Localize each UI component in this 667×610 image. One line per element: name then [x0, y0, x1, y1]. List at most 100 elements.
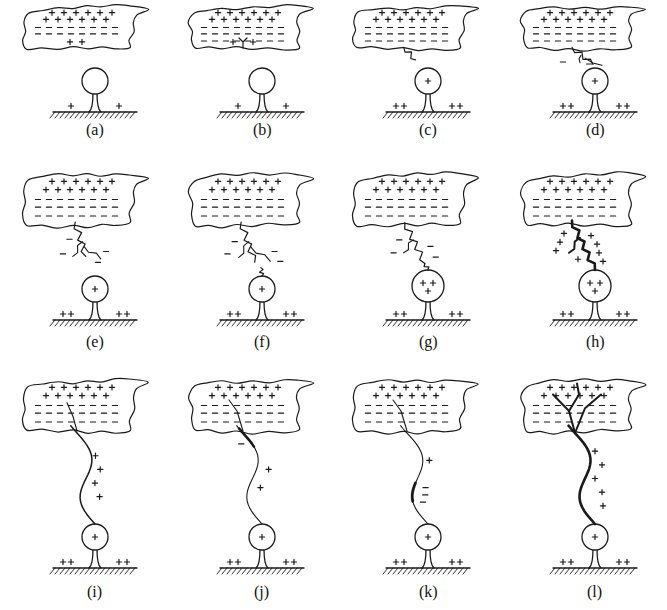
label-slot: (f) — [252, 333, 272, 351]
minus-charge — [256, 215, 261, 216]
plus-charge — [559, 10, 564, 15]
minus-charge — [256, 33, 261, 34]
minus-charge — [256, 421, 261, 422]
minus-charge — [423, 487, 428, 488]
plus-charge — [592, 288, 597, 293]
plus-charge — [571, 385, 576, 390]
plus-charge — [49, 10, 54, 15]
minus-charge — [278, 33, 283, 34]
plus-charge — [568, 311, 573, 316]
label-slot: (a) — [84, 121, 106, 139]
minus-charge — [588, 199, 593, 200]
plus-charge — [263, 10, 268, 15]
plus-charge — [85, 385, 90, 390]
lightning-panel — [189, 380, 314, 574]
minus-charge — [46, 207, 51, 208]
minus-charge — [112, 405, 117, 406]
minus-charge — [256, 199, 261, 200]
minus-charge — [212, 215, 217, 216]
minus-charge — [267, 27, 272, 28]
minus-charge — [420, 405, 425, 406]
plus-charge — [283, 311, 288, 316]
minus-charge — [278, 40, 283, 41]
plus-charge — [227, 559, 232, 564]
tree-crown — [249, 524, 275, 550]
minus-charge — [544, 413, 549, 414]
minus-charge — [234, 27, 239, 28]
plus-charge — [209, 393, 214, 398]
plus-charge — [541, 187, 546, 192]
minus-charge — [409, 413, 414, 414]
plus-charge — [433, 187, 438, 192]
minus-charge — [267, 413, 272, 414]
plus-charge — [547, 179, 552, 184]
plus-charge — [227, 10, 232, 15]
plus-charge — [599, 462, 604, 467]
minus-charge — [234, 33, 239, 34]
plus-charge — [427, 458, 432, 463]
minus-charge — [610, 215, 615, 216]
plus-charge — [547, 385, 552, 390]
minus-charge — [79, 33, 84, 34]
plus-charge — [283, 103, 288, 108]
minus-charge — [267, 199, 272, 200]
minus-charge — [79, 413, 84, 414]
ground-hatch — [383, 112, 468, 118]
minus-charge — [234, 207, 239, 208]
minus-charge — [588, 33, 593, 34]
minus-charge — [223, 199, 228, 200]
minus-charge — [420, 502, 425, 503]
minus-charge — [201, 421, 206, 422]
plus-charge — [433, 393, 438, 398]
plus-charge — [607, 385, 612, 390]
minus-charge — [35, 199, 40, 200]
minus-charge — [387, 40, 392, 41]
minus-charge — [555, 421, 560, 422]
minus-charge — [376, 405, 381, 406]
minus-charge — [223, 405, 228, 406]
minus-charge — [566, 40, 571, 41]
minus-charge — [46, 405, 51, 406]
plus-charge — [275, 10, 280, 15]
minus-charge — [101, 199, 106, 200]
ground-hatch — [550, 568, 635, 574]
plus-charge — [79, 17, 84, 22]
plus-charge — [251, 10, 256, 15]
tree-trunk — [256, 301, 268, 320]
plus-charge — [592, 476, 597, 481]
minus-charge — [376, 33, 381, 34]
minus-charge — [201, 33, 206, 34]
plus-charge — [607, 179, 612, 184]
minus-charge — [57, 413, 62, 414]
plus-charge — [565, 187, 570, 192]
plus-charge — [263, 179, 268, 184]
plus-charge — [97, 385, 102, 390]
minus-charge — [431, 405, 436, 406]
plus-charge — [457, 311, 462, 316]
cloud-branch — [575, 395, 601, 434]
plus-charge — [68, 559, 73, 564]
thundercloud — [352, 380, 478, 434]
stepped-leader — [74, 222, 86, 256]
minus-charge — [365, 199, 370, 200]
minus-charge — [560, 61, 565, 62]
plus-charge — [541, 17, 546, 22]
minus-charge — [599, 27, 604, 28]
minus-charge — [35, 33, 40, 34]
plus-charge — [124, 311, 129, 316]
minus-charge — [35, 405, 40, 406]
minus-charge — [201, 413, 206, 414]
minus-charge — [566, 405, 571, 406]
leader-branch — [73, 242, 83, 257]
plus-charge — [595, 385, 600, 390]
minus-charge — [420, 215, 425, 216]
label-slot: (g) — [417, 333, 440, 351]
label-slot: (l) — [585, 583, 604, 601]
minus-charge — [420, 33, 425, 34]
ground-hatch — [383, 320, 468, 326]
minus-charge — [201, 215, 206, 216]
minus-charge — [35, 207, 40, 208]
thundercloud — [189, 380, 314, 435]
plus-charge — [592, 78, 597, 83]
minus-charge — [225, 253, 230, 254]
